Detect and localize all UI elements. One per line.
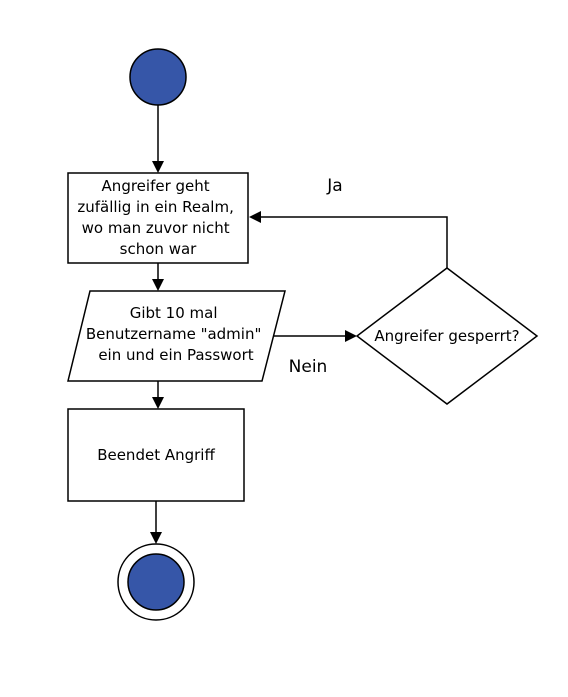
edge-label-no: Nein xyxy=(289,357,328,377)
arrowhead-loop-back xyxy=(249,211,261,223)
input-box-login-attempts-text: Gibt 10 mal Benutzername "admin" ein und… xyxy=(86,304,266,364)
start-node xyxy=(129,48,187,106)
decision-label: Angreifer gesperrt? xyxy=(374,327,519,345)
input-line-3: ein und ein Passwort xyxy=(98,346,253,364)
input-line-2: Benutzername "admin" xyxy=(86,325,262,343)
input-box-login-attempts xyxy=(67,290,286,382)
arrowhead-end xyxy=(150,532,162,544)
arrowhead-step1 xyxy=(152,161,164,173)
process-realm-line-4: schon war xyxy=(120,240,197,258)
process-realm-line-3: wo man zuvor nicht xyxy=(82,219,230,237)
connector-decision-yes-loop xyxy=(260,216,448,268)
process-box-end-attack xyxy=(67,408,245,502)
input-line-1: Gibt 10 mal xyxy=(130,304,218,322)
arrowhead-step2 xyxy=(152,279,164,291)
arrowhead-decision xyxy=(345,330,357,342)
decision-diamond xyxy=(355,267,539,405)
process-realm-line-1: Angreifer geht xyxy=(102,177,210,195)
process-box-realm-text: Angreifer geht zufällig in ein Realm, wo… xyxy=(77,177,238,258)
process-realm-line-2: zufällig in ein Realm, xyxy=(77,198,233,216)
arrowhead-step3 xyxy=(152,397,164,409)
edge-label-yes: Ja xyxy=(326,176,342,196)
end-node xyxy=(127,553,185,611)
process-end-attack-label: Beendet Angriff xyxy=(97,446,215,464)
